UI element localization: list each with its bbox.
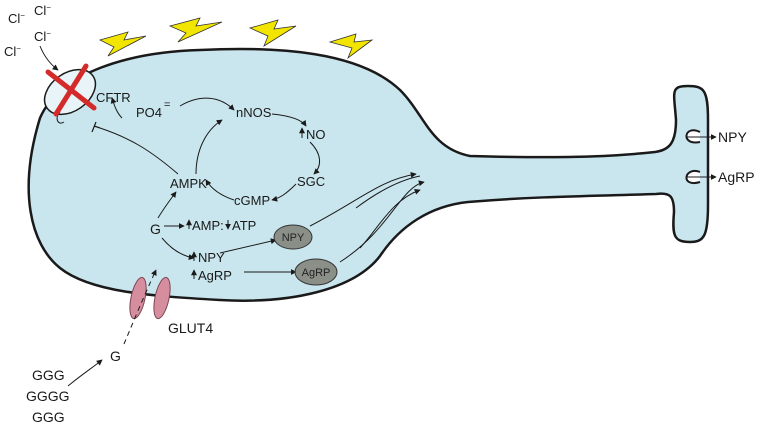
agrp-release-label: AgRP [718,169,755,185]
cl-ion: Cl− [34,29,51,44]
ggg-top-label: GGG [32,367,65,383]
cl-ion: Cl− [8,11,25,26]
chloride-ions: Cl− Cl− Cl− Cl− [4,3,59,71]
npy-vesicle: NPY [273,224,313,250]
lightning-bolt-icon [168,17,223,43]
amp-label: AMP: [192,218,224,233]
agrp-vesicle: AgRP [294,258,338,286]
atp-label: ATP [232,218,256,233]
npy-inside-label: NPY [198,250,225,265]
lightning-bolt-icon [328,33,374,60]
g-inside-label: G [150,221,161,237]
lightning-bolt-icon [248,19,297,47]
cftr-channel [43,63,97,124]
npy-release-label: NPY [718,129,747,145]
sgc-label: SGC [297,174,325,189]
po4-label: PO4 [136,105,162,120]
no-label: NO [306,127,326,142]
lightning-bolt-icon [98,31,147,57]
svg-text:AgRP: AgRP [302,267,331,279]
glut4-label: GLUT4 [168,320,213,336]
ampk-label: AMPK [170,176,207,191]
nnos-label: nNOS [236,105,272,120]
agrp-inside-label: AgRP [198,268,232,283]
g-outside-label: G [110,348,121,364]
po4-charge: = [164,99,170,111]
svg-text:NPY: NPY [282,232,305,244]
lightning-bolts [98,17,374,60]
cgmp-label: cGMP [234,193,270,208]
cl-ion: Cl− [34,3,51,18]
gggg-label: GGGG [26,388,70,404]
glut4-transporter [129,276,171,320]
cl-ion: Cl− [4,44,21,59]
ggg-bottom-label: GGG [32,409,65,425]
npy-release-pocket [685,129,701,144]
neuron-cell [27,47,710,302]
